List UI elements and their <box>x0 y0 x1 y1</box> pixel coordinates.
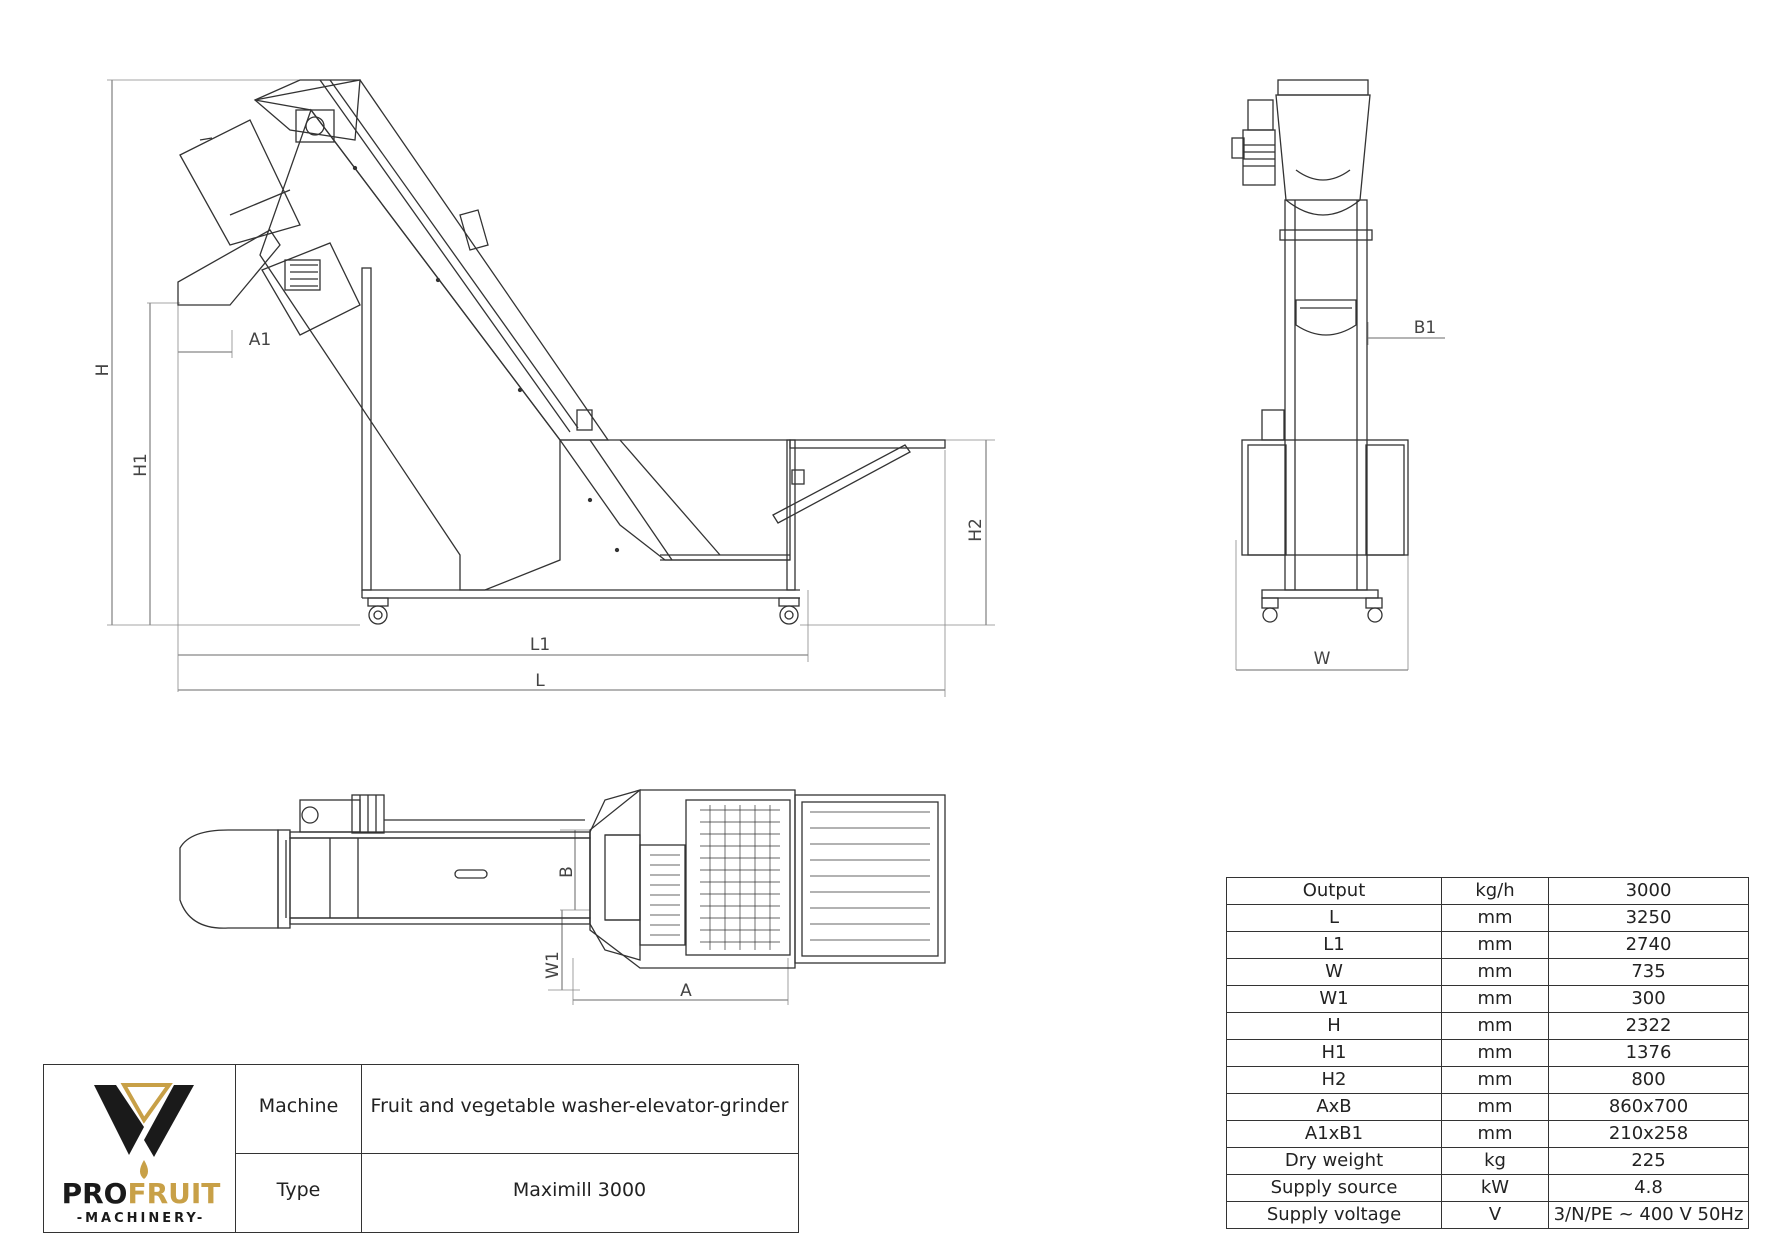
dim-label-l1: L1 <box>530 635 550 655</box>
spec-parameter: Supply voltage <box>1226 1201 1442 1229</box>
dim-label-l: L <box>535 671 545 691</box>
spec-parameter: W1 <box>1226 985 1442 1013</box>
profruit-logo-icon <box>94 1083 194 1179</box>
spec-parameter: Supply source <box>1226 1174 1442 1202</box>
spec-value: 800 <box>1548 1066 1749 1094</box>
spec-value: 735 <box>1548 958 1749 986</box>
spec-value: 860x700 <box>1548 1093 1749 1121</box>
spec-value: 4.8 <box>1548 1174 1749 1202</box>
machine-value: Fruit and vegetable washer-elevator-grin… <box>370 1095 789 1117</box>
spec-unit: kW <box>1441 1174 1549 1202</box>
logo-cell: PROFRUIT -MACHINERY- <box>44 1065 236 1232</box>
type-label: Type <box>276 1179 321 1201</box>
spec-value: 3000 <box>1548 877 1749 905</box>
front-view <box>1231 79 1445 671</box>
type-value: Maximill 3000 <box>512 1179 647 1201</box>
spec-unit: mm <box>1441 1066 1549 1094</box>
spec-parameter: L1 <box>1226 931 1442 959</box>
spec-parameter: H2 <box>1226 1066 1442 1094</box>
spec-value: 2322 <box>1548 1012 1749 1040</box>
spec-parameter: W <box>1226 958 1442 986</box>
spec-unit: mm <box>1441 904 1549 932</box>
brand-name: PROFRUIT <box>56 1177 226 1210</box>
dim-label-a1: A1 <box>249 330 271 350</box>
spec-value: 210x258 <box>1548 1120 1749 1148</box>
spec-parameter: H <box>1226 1012 1442 1040</box>
spec-parameter: Output <box>1226 877 1442 905</box>
spec-value: 3250 <box>1548 904 1749 932</box>
dimension-labels: H H1 A1 L1 L H2 B1 W B W1 A <box>93 318 1436 1001</box>
dim-label-w: W <box>1314 649 1331 669</box>
brand-fruit: FRUIT <box>127 1177 221 1210</box>
brand-machinery: -MACHINERY- <box>76 1211 206 1226</box>
spec-parameter: Dry weight <box>1226 1147 1442 1175</box>
machine-label: Machine <box>258 1095 339 1117</box>
dim-label-w1: W1 <box>543 951 563 979</box>
spec-value: 1376 <box>1548 1039 1749 1067</box>
side-view <box>107 79 995 697</box>
spec-parameter: L <box>1226 904 1442 932</box>
spec-value: 3/N/PE ~ 400 V 50Hz <box>1548 1201 1749 1229</box>
title-block: PROFRUIT -MACHINERY- Machine Fruit and v… <box>43 1064 799 1233</box>
top-view <box>179 789 946 1005</box>
spec-value: 225 <box>1548 1147 1749 1175</box>
dim-label-h: H <box>93 364 113 377</box>
spec-unit: mm <box>1441 1012 1549 1040</box>
spec-unit: mm <box>1441 1093 1549 1121</box>
spec-parameter: H1 <box>1226 1039 1442 1067</box>
dim-label-h1: H1 <box>131 453 151 477</box>
spec-unit: mm <box>1441 1039 1549 1067</box>
spec-parameter: AxB <box>1226 1093 1442 1121</box>
spec-value: 300 <box>1548 985 1749 1013</box>
brand-pro: PRO <box>61 1177 128 1210</box>
spec-unit: kg/h <box>1441 877 1549 905</box>
spec-unit: mm <box>1441 1120 1549 1148</box>
spec-parameter: A1xB1 <box>1226 1120 1442 1148</box>
spec-value: 2740 <box>1548 931 1749 959</box>
spec-unit: mm <box>1441 958 1549 986</box>
dim-label-b1: B1 <box>1414 318 1436 338</box>
spec-unit: mm <box>1441 931 1549 959</box>
dim-label-a: A <box>680 981 692 1001</box>
spec-unit: kg <box>1441 1147 1549 1175</box>
dim-label-b: B <box>557 866 577 878</box>
dim-label-h2: H2 <box>966 518 986 542</box>
spec-unit: mm <box>1441 985 1549 1013</box>
spec-unit: V <box>1441 1201 1549 1229</box>
